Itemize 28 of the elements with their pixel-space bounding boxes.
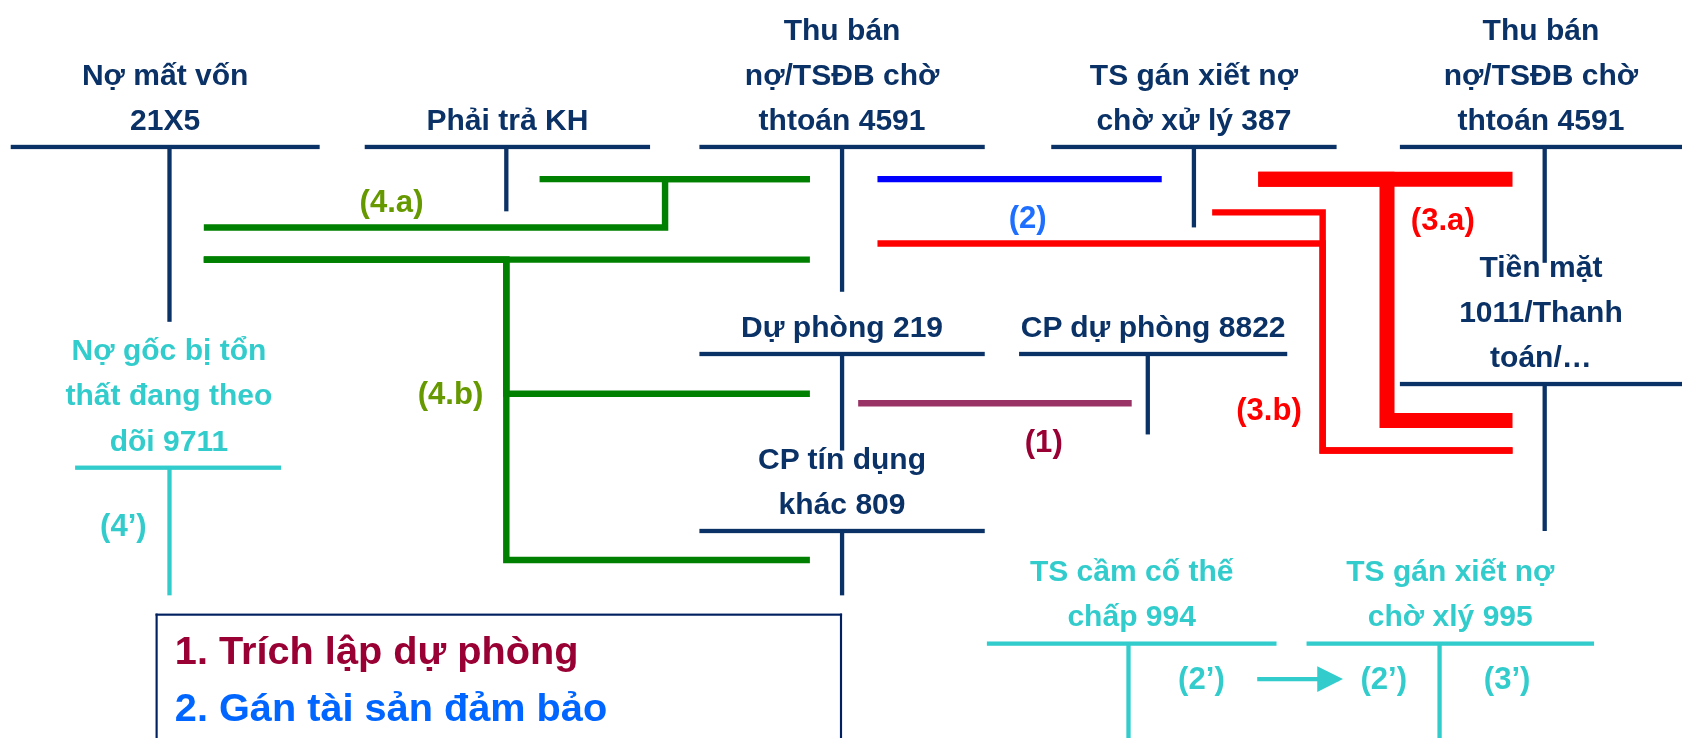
entry-label: (4’)	[100, 507, 147, 544]
account-title: Thu bán nợ/TSĐB chờ thtoán 4591	[1442, 11, 1640, 139]
note-box	[155, 613, 843, 738]
edge-label: (2)	[1008, 200, 1047, 236]
account-title: TS gán xiết nợ chờ xử lý 387	[1088, 56, 1300, 139]
posting-line	[1258, 171, 1513, 428]
account-title: Nợ mất vốn 21X5	[80, 56, 250, 139]
note-text: 1. Trích lập dự phòng	[174, 627, 580, 675]
account-title: Thu bán nợ/TSĐB chờ thtoán 4591	[743, 11, 941, 139]
edge-label: (4.b)	[417, 376, 484, 412]
account-title: CP dự phòng 8822	[1020, 309, 1286, 346]
entry-label: (2’)	[1360, 661, 1408, 697]
note-text: 2. Gán tài sản đảm bảo	[174, 684, 609, 732]
account-title: TS gán xiết nợ chờ xlý 995	[1345, 553, 1556, 635]
edge-label: (1)	[1024, 424, 1063, 460]
account-title: Dự phòng 219	[741, 309, 944, 346]
account-title: Tiền mặt 1011/Thanh toán/…	[1458, 248, 1624, 376]
account-title: CP tín dụng khác 809	[757, 440, 928, 523]
account-title: TS cầm cố thế chấp 994	[1028, 553, 1235, 635]
edge-label: (3.b)	[1236, 392, 1302, 428]
account-title: Nợ gốc bị tổn thất đang theo dõi 9711	[64, 332, 274, 459]
account-title: Phải trả KH	[426, 102, 589, 139]
arrow	[1257, 666, 1344, 692]
edge-label: (3.a)	[1410, 202, 1475, 238]
entry-label: (2’)	[1178, 661, 1225, 697]
entry-label: (3’)	[1483, 661, 1531, 697]
posting-line	[877, 175, 1162, 183]
edge-label: (4.a)	[359, 183, 424, 220]
